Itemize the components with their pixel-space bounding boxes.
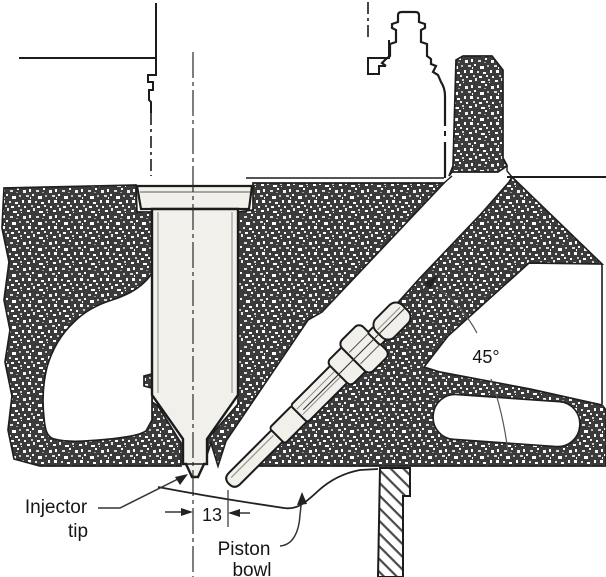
piston-bowl-arrowhead [297, 492, 307, 505]
injector-body [150, 207, 240, 479]
deck-and-edge-lines [246, 157, 606, 404]
glow-plug [225, 275, 438, 488]
valve-pocket-left-profile [367, 40, 390, 75]
water-jacket-cavity [42, 270, 153, 443]
annotations [98, 474, 307, 547]
glow-plug-tip-shade-line [230, 434, 274, 478]
glow-plug-hex-facet-line2 [360, 345, 380, 365]
angle-arrowhead [423, 275, 438, 290]
injector [135, 52, 254, 577]
piston-bowl-line [157, 468, 379, 510]
oblong-port [432, 393, 581, 448]
angle-arc-lower [490, 378, 509, 453]
injector-flange [135, 184, 254, 211]
injector-tip-label-line1: Injector [25, 497, 88, 518]
dim13-left-arrowhead [181, 508, 193, 516]
glow-plug-tip [225, 427, 286, 488]
angle-arc-upper [437, 287, 478, 334]
cylinder-liner-hatched [376, 467, 411, 577]
injector-tip-arrowhead [175, 474, 188, 485]
valve-stem-outline [380, 10, 447, 126]
piston-bowl-label-line2: bowl [232, 560, 271, 577]
injector-tip-leader [98, 476, 183, 509]
dim13-right-arrowhead [228, 509, 240, 517]
casting-boss [448, 55, 509, 177]
angle-dimension [437, 287, 509, 453]
upper-structures [19, 2, 447, 178]
glow-plug-shaft-shade-line1 [296, 371, 335, 410]
glow-plug-hex-facet-line1 [348, 333, 368, 353]
boss-mouth-step [502, 157, 513, 178]
glow-plug-axis-line [302, 275, 438, 411]
piston-bowl-leader [279, 496, 303, 547]
casting-right-mass [257, 175, 606, 467]
channel-mouth-chamfer [443, 175, 453, 184]
glow-plug-shaft-shade-line2 [302, 376, 341, 416]
bowl-offset-dimension-text: 13 [202, 505, 222, 525]
text-labels: Injector tip 13 Piston bowl 45° [25, 347, 500, 577]
piston-bowl-label-line1: Piston [218, 539, 271, 560]
glow-plug-terminal-shade-line [377, 306, 401, 331]
injector-tip-label-line2: tip [68, 521, 88, 542]
rocker-edge-profile [147, 58, 157, 113]
glow-plug-angle-text: 45° [472, 347, 499, 367]
